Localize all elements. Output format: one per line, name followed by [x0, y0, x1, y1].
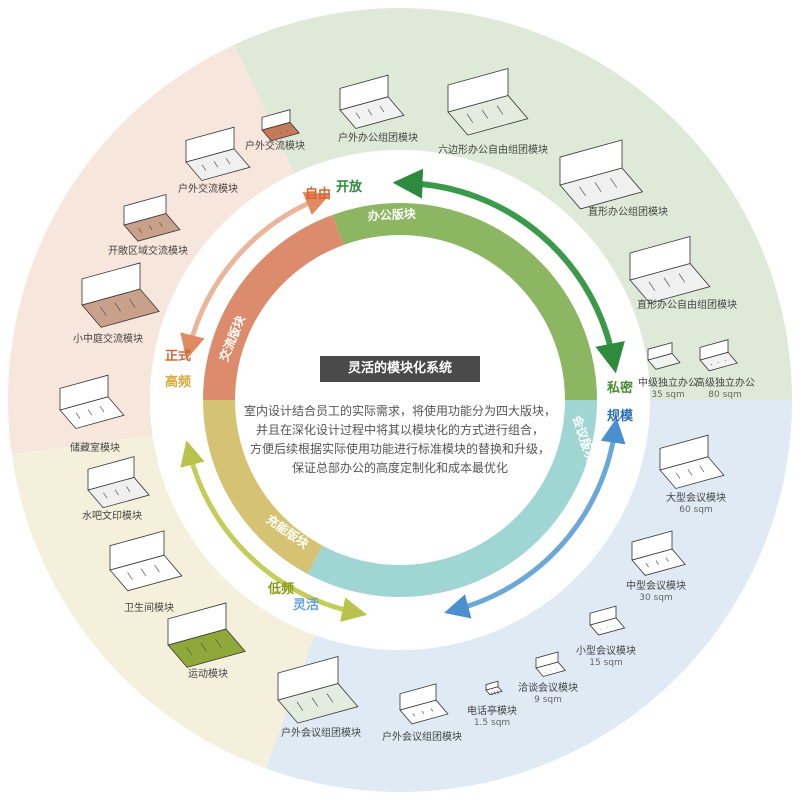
module-label: 水吧文印模块 [82, 509, 142, 522]
module-illustration [109, 530, 183, 592]
description-line: 方便后续根据实际使用功能进行标准模块的替换和升级， [249, 442, 550, 456]
module-illustration [447, 67, 529, 136]
module-label: 小型会议模块 [576, 644, 636, 657]
module-area: 9 sqm [534, 695, 562, 705]
arrow-formal-free [180, 191, 331, 360]
axis-label-flexible: 灵活 [293, 597, 319, 613]
module-label: 电话亭模块 [467, 704, 517, 717]
module-illustration [589, 605, 626, 636]
center-title: 灵活的模块化系统 [320, 356, 480, 382]
arrow-low-high [180, 440, 368, 622]
module-area: 30 sqm [639, 593, 672, 603]
module-label: 户外交流模块 [178, 182, 238, 195]
module-illustration [339, 74, 405, 129]
description-line: 保证总部办公的高度定制化和成本最优化 [291, 461, 508, 475]
direction-arrows [180, 168, 626, 622]
axis-label-low: 低频 [267, 581, 294, 597]
module-label: 运动模块 [188, 668, 228, 680]
module-illustrations [59, 67, 738, 725]
module-label: 户外交流模块 [245, 139, 305, 152]
module-label: 直形办公自由组团模块 [637, 298, 737, 311]
module-illustration [485, 680, 503, 696]
axis-label-free: 自由 [305, 186, 331, 202]
module-label: 直形办公组团模块 [588, 205, 668, 218]
axis-label-formal: 正式 [165, 348, 191, 364]
axis-label-private: 私密 [607, 380, 633, 396]
module-illustration [123, 194, 181, 242]
axis-label-high: 高频 [165, 374, 191, 390]
module-label: 户外办公组团模块 [338, 131, 418, 144]
module-illustration [559, 139, 644, 210]
module-illustration [699, 339, 738, 372]
module-label: 小中庭交流模块 [73, 332, 143, 345]
module-illustration [167, 602, 246, 668]
module-illustration [59, 374, 125, 429]
module-label: 户外会议组团模块 [382, 730, 462, 743]
module-illustration [659, 434, 725, 489]
arrow-open-private [392, 168, 625, 374]
module-illustration [647, 342, 681, 370]
module-illustration [185, 126, 251, 181]
module-area: 35 sqm [651, 390, 684, 400]
bg-support [11, 434, 315, 769]
module-label: 储藏室模块 [70, 441, 120, 454]
sector-label-office: 办公版块 [367, 206, 417, 224]
center-description: 室内设计结合员工的实际需求，将使用功能分为四大版块， 并且在深化设计过程中将其以… [220, 402, 580, 478]
module-area: 60 sqm [679, 505, 712, 515]
module-area: 15 sqm [589, 658, 622, 668]
description-line: 室内设计结合员工的实际需求，将使用功能分为四大版块， [243, 404, 556, 418]
module-illustration [261, 109, 300, 142]
axis-label-open: 开放 [336, 179, 363, 195]
module-label: 中型会议模块 [626, 579, 686, 592]
module-illustration [81, 262, 160, 328]
arrow-scale-flexible [444, 417, 626, 619]
module-label: 卫生间模块 [124, 601, 174, 614]
description-line: 并且在深化设计过程中将其以模块化的方式进行组合， [255, 423, 544, 437]
module-illustration [399, 683, 449, 725]
module-label: 户外会议组团模块 [281, 726, 361, 739]
module-label: 六边形办公自由组团模块 [438, 143, 548, 156]
module-area: 80 sqm [708, 390, 741, 400]
module-label: 开敞区域交流模块 [108, 244, 188, 257]
module-label: 大型会议模块 [666, 491, 726, 504]
module-illustration [629, 235, 711, 304]
module-illustration [277, 655, 359, 724]
module-illustration [631, 530, 686, 576]
module-label: 中级独立办公 [638, 376, 698, 389]
bg-meeting [265, 400, 792, 792]
module-label: 洽谈会议模块 [518, 681, 578, 694]
module-illustration [87, 456, 150, 509]
module-illustration [535, 651, 566, 677]
module-label: 高级独立办公 [695, 376, 755, 389]
module-area: 1.5 sqm [474, 718, 510, 728]
axis-label-scale: 规模 [607, 408, 634, 424]
